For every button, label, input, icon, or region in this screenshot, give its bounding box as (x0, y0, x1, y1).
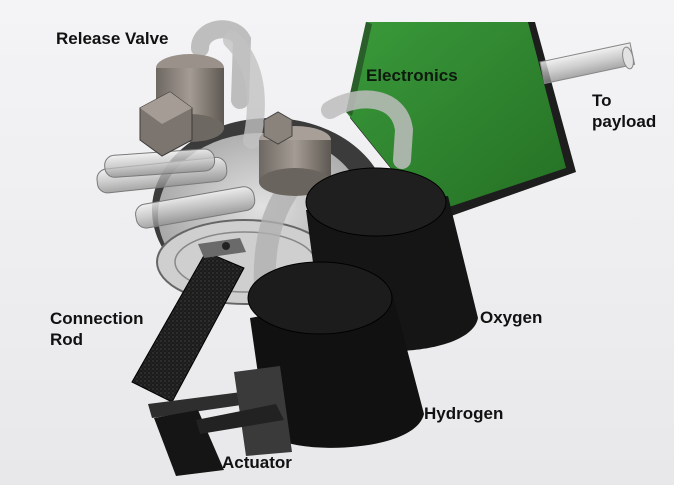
label-release-valve: Release Valve (56, 29, 169, 48)
hydrogen-tank (247, 261, 424, 448)
connection-rod (131, 238, 246, 403)
label-hydrogen: Hydrogen (424, 404, 504, 423)
label-electronics: Electronics (366, 66, 458, 85)
actuator (148, 366, 292, 476)
label-to-payload: To payload (592, 91, 657, 131)
payload-tube (539, 42, 636, 85)
release-valve (139, 54, 224, 157)
label-connection-rod: Connection Rod (50, 309, 144, 349)
label-actuator: Actuator (222, 453, 292, 472)
label-oxygen: Oxygen (480, 308, 543, 327)
